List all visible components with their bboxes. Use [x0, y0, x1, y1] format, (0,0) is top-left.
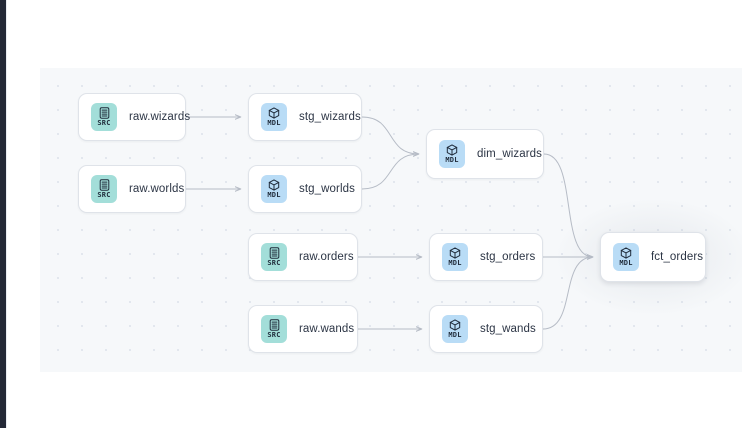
- badge-label: SRC: [267, 259, 281, 267]
- database-icon: [99, 107, 110, 119]
- node-type-badge-src: SRC: [261, 315, 287, 343]
- cube-icon: [268, 179, 280, 191]
- badge-label: MDL: [267, 191, 281, 199]
- node-label: raw.worlds: [129, 183, 185, 195]
- badge-label: SRC: [97, 119, 111, 127]
- edge-stg-worlds-to-dim-wizards: [361, 154, 419, 190]
- node-type-badge-src: SRC: [91, 175, 117, 203]
- cube-icon: [446, 144, 458, 156]
- badge-label: SRC: [97, 191, 111, 199]
- rail-divider: [6, 0, 7, 428]
- cube-icon: [268, 107, 280, 119]
- lineage-node-stg-orders[interactable]: MDL stg_orders: [429, 233, 543, 281]
- node-type-badge-mdl: MDL: [439, 140, 465, 168]
- database-icon: [269, 319, 280, 331]
- node-label: fct_orders: [651, 251, 704, 263]
- lineage-node-stg-worlds[interactable]: MDL stg_worlds: [248, 165, 362, 213]
- node-type-badge-src: SRC: [261, 243, 287, 271]
- edge-stg-wands-to-fct-orders: [542, 257, 593, 330]
- left-nav-rail[interactable]: [0, 0, 6, 428]
- node-label: raw.orders: [299, 251, 354, 263]
- badge-label: SRC: [267, 331, 281, 339]
- lineage-node-dim-wizards[interactable]: MDL dim_wizards: [426, 129, 544, 179]
- cube-icon: [620, 247, 632, 259]
- cube-icon: [449, 247, 461, 259]
- node-label: raw.wizards: [129, 111, 191, 123]
- lineage-node-fct-orders[interactable]: MDL fct_orders: [600, 232, 706, 282]
- node-label: stg_wands: [480, 323, 536, 335]
- lineage-node-raw-worlds[interactable]: SRC raw.worlds: [78, 165, 186, 213]
- edge-stg-wizards-to-dim-wizards: [361, 116, 419, 154]
- node-type-badge-mdl: MDL: [261, 103, 287, 131]
- database-icon: [269, 247, 280, 259]
- node-type-badge-mdl: MDL: [613, 243, 639, 271]
- node-type-badge-mdl: MDL: [261, 175, 287, 203]
- lineage-node-raw-wizards[interactable]: SRC raw.wizards: [78, 93, 190, 141]
- badge-label: MDL: [267, 119, 281, 127]
- node-type-badge-src: SRC: [91, 103, 117, 131]
- node-label: stg_worlds: [299, 183, 355, 195]
- edge-dim-wizards-to-fct-orders: [543, 153, 593, 257]
- node-label: dim_wizards: [477, 148, 543, 160]
- badge-label: MDL: [448, 259, 462, 267]
- badge-label: MDL: [448, 331, 462, 339]
- badge-label: MDL: [445, 156, 459, 164]
- node-label: stg_orders: [480, 251, 536, 263]
- database-icon: [99, 179, 110, 191]
- badge-label: MDL: [619, 259, 633, 267]
- lineage-node-stg-wands[interactable]: MDL stg_wands: [429, 305, 543, 353]
- lineage-node-stg-wizards[interactable]: MDL stg_wizards: [248, 93, 362, 141]
- lineage-node-raw-orders[interactable]: SRC raw.orders: [248, 233, 358, 281]
- cube-icon: [449, 319, 461, 331]
- node-type-badge-mdl: MDL: [442, 243, 468, 271]
- node-type-badge-mdl: MDL: [442, 315, 468, 343]
- node-label: raw.wands: [299, 323, 355, 335]
- node-label: stg_wizards: [299, 111, 361, 123]
- lineage-node-raw-wands[interactable]: SRC raw.wands: [248, 305, 358, 353]
